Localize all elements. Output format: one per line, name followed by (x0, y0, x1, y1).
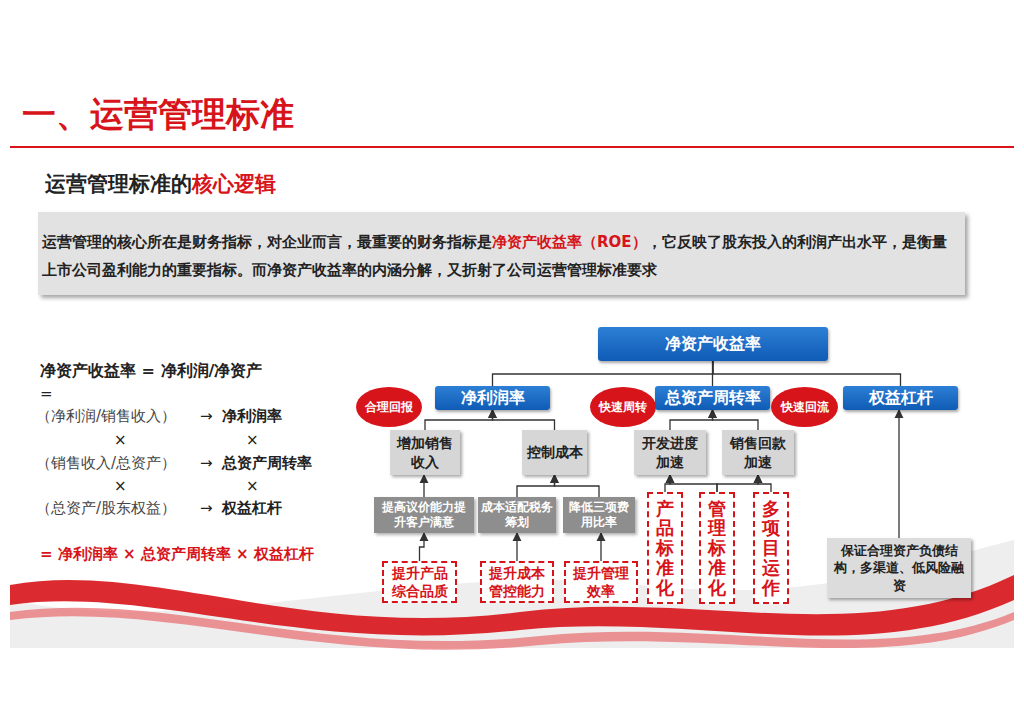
formula-text: 净资产收益率 = 净利润/净资产 (40, 361, 262, 382)
node-text: 提升管理效率 (566, 564, 636, 600)
connector (423, 475, 424, 497)
title-rule (10, 146, 1014, 148)
standard-column: 产品标准化 (647, 492, 683, 604)
driver-box: 增加销售收入 (390, 430, 460, 475)
formula-text: → (200, 454, 213, 472)
connector (600, 533, 601, 561)
node-text: 控制成本 (524, 443, 586, 462)
node-text: 提升产品综合品质 (384, 564, 455, 600)
connector (420, 533, 425, 561)
goal-oval: 合理回报 (356, 387, 422, 427)
formula-text: （净利润/销售收入） (36, 407, 176, 426)
formula-text: → (200, 499, 213, 517)
node-text: 权益杠杆 (866, 388, 936, 409)
formula-text: × (246, 431, 259, 449)
formula-text: → (200, 407, 213, 425)
page-title: 一、运营管理标准 (22, 92, 294, 138)
driver-box: 开发进度加速 (634, 430, 706, 475)
node-text: 净资产收益率 (662, 334, 764, 355)
node-text: 净利润率 (458, 388, 528, 409)
goal-oval: 快速周转 (590, 387, 656, 427)
standard-column: 多项目运作 (753, 492, 789, 604)
connector (717, 475, 758, 492)
connector (493, 410, 555, 430)
connector (493, 361, 714, 386)
measure-box: 成本适配税务筹划 (478, 497, 556, 533)
node-text: 管理标准化 (705, 499, 729, 598)
factor-box: 总资产周转率 (655, 386, 770, 410)
node-text: 销售回款加速 (722, 434, 794, 472)
measure-box: 降低三项费用比率 (563, 497, 635, 533)
finance-box: 保证合理资产负债结构，多渠道、低风险融资 (827, 538, 971, 598)
formula-text: 权益杠杆 (222, 499, 282, 518)
node-text: 运营管理的核心所在是财务指标，对企业而言，最重要的财务指标是 (42, 233, 492, 251)
capability-box: 提升产品综合品质 (382, 561, 457, 603)
node-text: 增加销售收入 (390, 434, 460, 472)
measure-box: 提高议价能力提升客户满意 (374, 497, 474, 533)
driver-box: 销售回款加速 (722, 430, 794, 475)
connector (713, 410, 759, 430)
node-text: 合理回报 (362, 399, 416, 416)
capability-box: 提升管理效率 (564, 561, 638, 603)
node-text: 提高议价能力提升客户满意 (374, 500, 474, 530)
subtitle: 运营管理标准的 (45, 170, 192, 198)
node-text: 保证合理资产负债结构，多渠道、低风险融资 (827, 542, 971, 595)
connector (516, 533, 517, 561)
node-text: 快速回流 (778, 399, 832, 416)
standard-column: 管理标准化 (699, 492, 735, 604)
factor-box: 净利润率 (435, 386, 550, 410)
formula-text: × (114, 431, 127, 449)
root-box: 净资产收益率 (598, 327, 828, 361)
node-text: 降低三项费用比率 (563, 500, 635, 530)
connector (665, 475, 670, 492)
node-text: 净资产收益率（ROE） (492, 233, 647, 251)
connector (555, 475, 600, 497)
formula-text: = 净利润率 × 总资产周转率 × 权益杠杆 (40, 545, 314, 564)
connector (758, 475, 771, 492)
node-text: 成本适配税务筹划 (478, 500, 556, 530)
formula-text: = (40, 385, 53, 403)
node-text: 快速周转 (596, 399, 650, 416)
formula-text: 总资产周转率 (222, 454, 312, 473)
connector (517, 475, 555, 497)
subtitle: 核心逻辑 (192, 170, 276, 198)
connector (670, 475, 717, 492)
connector (898, 410, 899, 538)
node-text: 提升成本管控能力 (482, 564, 552, 600)
driver-box: 控制成本 (522, 430, 587, 475)
connector (425, 410, 493, 430)
red-wave-light (10, 608, 1014, 650)
connector (713, 361, 901, 386)
formula-text: × (114, 477, 127, 495)
factor-box: 权益杠杆 (843, 386, 958, 410)
connector (670, 410, 713, 430)
formula-text: × (246, 477, 259, 495)
goal-oval: 快速回流 (771, 387, 838, 427)
node-text: 开发进度加速 (634, 434, 706, 472)
formula-text: （销售收入/总资产） (36, 454, 176, 473)
node-text: 产品标准化 (653, 499, 677, 598)
node-text: 多项目运作 (759, 499, 783, 598)
formula-text: 净利润率 (222, 407, 282, 426)
formula-text: （总资产/股东权益） (36, 499, 176, 518)
node-text: 总资产周转率 (662, 388, 764, 409)
capability-box: 提升成本管控能力 (480, 561, 554, 603)
intro-panel: 运营管理的核心所在是财务指标，对企业而言，最重要的财务指标是净资产收益率（ROE… (38, 212, 965, 295)
